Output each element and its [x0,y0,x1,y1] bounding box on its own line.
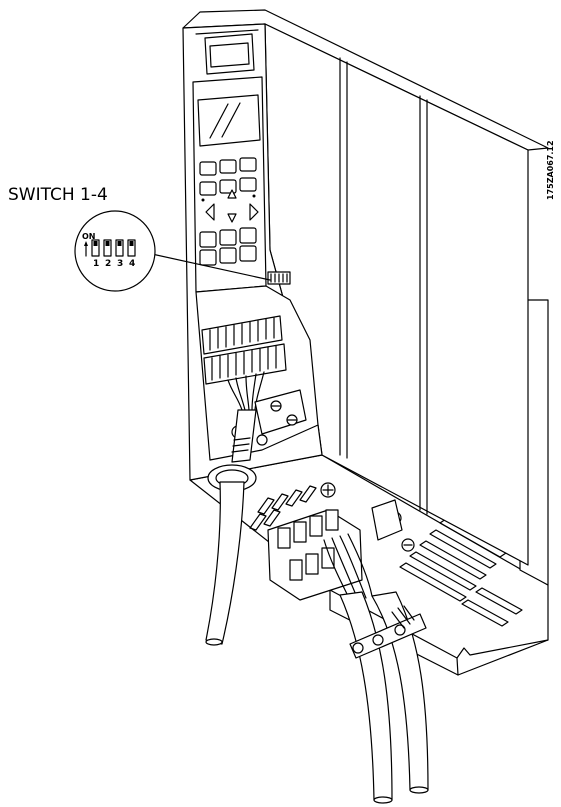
mains-cable-right [371,591,429,794]
dip-switch-4 [127,239,136,257]
mounting-plate [189,299,549,676]
dip-switches [91,239,136,257]
switch-title: SWITCH 1-4 [8,185,108,205]
on-label: ON [82,232,96,241]
drawing-code: 175ZA067.12 [546,140,555,200]
switch-number-3: 3 [117,259,123,269]
cable-clamp [349,605,427,659]
switch-number-4: 4 [129,259,135,269]
control-cable [205,481,245,646]
mains-cable-left [339,591,393,804]
dip-switch-2 [103,239,112,257]
switch-number-2: 2 [105,259,111,269]
dip-switch-3 [115,239,124,257]
dip-switch-1 [91,239,100,257]
power-terminals [267,482,415,601]
terminal-area [195,271,319,463]
callout-circle [74,210,156,292]
switch-callout: ON 1 2 3 4 [74,210,271,292]
switch-number-1: 1 [93,259,99,269]
